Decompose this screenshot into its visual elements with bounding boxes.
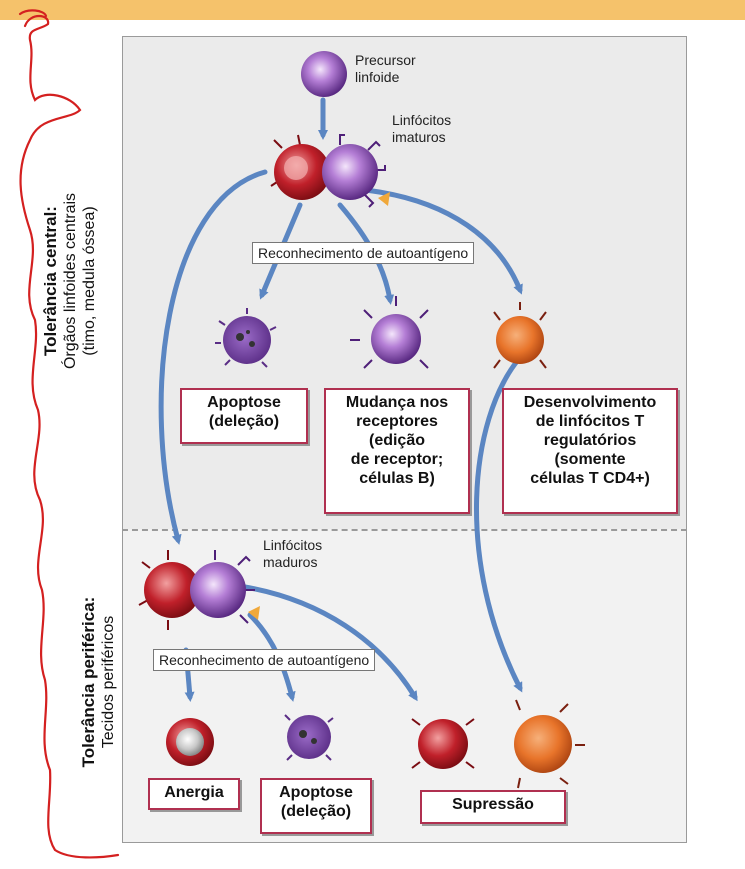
central-recognition-label: Reconhecimento de autoantígeno xyxy=(252,242,475,264)
mature-caption: Linfócitos maduros xyxy=(263,537,322,571)
outcome-line: Apoptose xyxy=(279,784,353,801)
outcome-line: (deleção) xyxy=(280,803,352,820)
outcome-line: regulatórios xyxy=(543,432,637,449)
central-tolerance-sub2: (timo, medula óssea) xyxy=(81,206,98,356)
mature-caption-line: maduros xyxy=(263,554,318,570)
peripheral-tolerance-sub: Tecidos periféricos xyxy=(100,615,117,749)
suppressed-cell xyxy=(411,718,475,769)
outcome-line: Desenvolvimento xyxy=(523,394,657,411)
outcome-peripheral-apoptose: Apoptose (deleção) xyxy=(260,778,372,834)
top-bar xyxy=(0,0,745,20)
outcome-suppression: Supressão xyxy=(420,790,566,824)
central-tolerance-sub1: Órgãos linfoides centrais xyxy=(62,192,79,370)
outcome-line: de linfócitos T xyxy=(535,413,645,430)
arrow-mature-to-suppression xyxy=(242,584,418,702)
outcome-treg-development: Desenvolvimento de linfócitos T regulató… xyxy=(502,388,678,514)
central-tolerance-label: Tolerância central: Órgãos linfoides cen… xyxy=(41,161,107,401)
outcome-line: Apoptose xyxy=(207,394,281,411)
immature-lymphocytes xyxy=(270,134,390,208)
apoptotic-cell-central xyxy=(215,308,277,368)
outcome-line: Anergia xyxy=(164,784,224,801)
outcome-line: células T CD4+) xyxy=(530,470,650,487)
immature-caption-line: Linfócitos xyxy=(392,112,452,128)
central-tolerance-title: Tolerância central: xyxy=(41,206,60,356)
outcome-central-apoptose: Apoptose (deleção) xyxy=(180,388,308,444)
treg-cell-peripheral xyxy=(514,699,585,789)
precursor-cell xyxy=(301,51,347,97)
outcome-line: células B) xyxy=(359,470,435,487)
arrow-treg-to-suppression xyxy=(474,357,523,693)
mature-lymphocytes xyxy=(138,550,260,630)
peripheral-recognition-label: Reconhecimento de autoantígeno xyxy=(153,649,376,671)
arrow-immature-to-mature xyxy=(158,169,268,545)
outcome-line: Mudança nos xyxy=(345,394,449,411)
apoptotic-cell-peripheral xyxy=(284,714,334,761)
outcome-line: (edição xyxy=(368,432,425,449)
outcome-line: Supressão xyxy=(452,796,534,813)
peripheral-tolerance-title: Tolerância periférica: xyxy=(79,596,98,768)
anergic-cell xyxy=(166,718,214,766)
outcome-line: de receptor; xyxy=(350,451,444,468)
mature-caption-line: Linfócitos xyxy=(263,537,323,553)
outcome-line: (somente xyxy=(554,451,626,468)
outcome-anergia: Anergia xyxy=(148,778,240,810)
outcome-line: (deleção) xyxy=(208,413,280,430)
precursor-caption: Precursor linfoide xyxy=(355,52,416,86)
hand-drawn-annotation xyxy=(18,9,120,859)
immature-caption: Linfócitos imaturos xyxy=(392,112,451,146)
immature-caption-line: imaturos xyxy=(392,129,446,145)
treg-cell-central xyxy=(493,302,547,369)
receptor-edited-cell xyxy=(350,296,429,369)
outcome-receptor-editing: Mudança nos receptores (edição de recept… xyxy=(324,388,470,514)
peripheral-tolerance-label: Tolerância periférica: Tecidos periféric… xyxy=(79,577,123,787)
arrow-immature-to-treg xyxy=(362,187,523,295)
precursor-caption-line: linfoide xyxy=(355,69,400,85)
precursor-caption-line: Precursor xyxy=(355,52,416,68)
outcome-line: receptores xyxy=(356,413,438,430)
